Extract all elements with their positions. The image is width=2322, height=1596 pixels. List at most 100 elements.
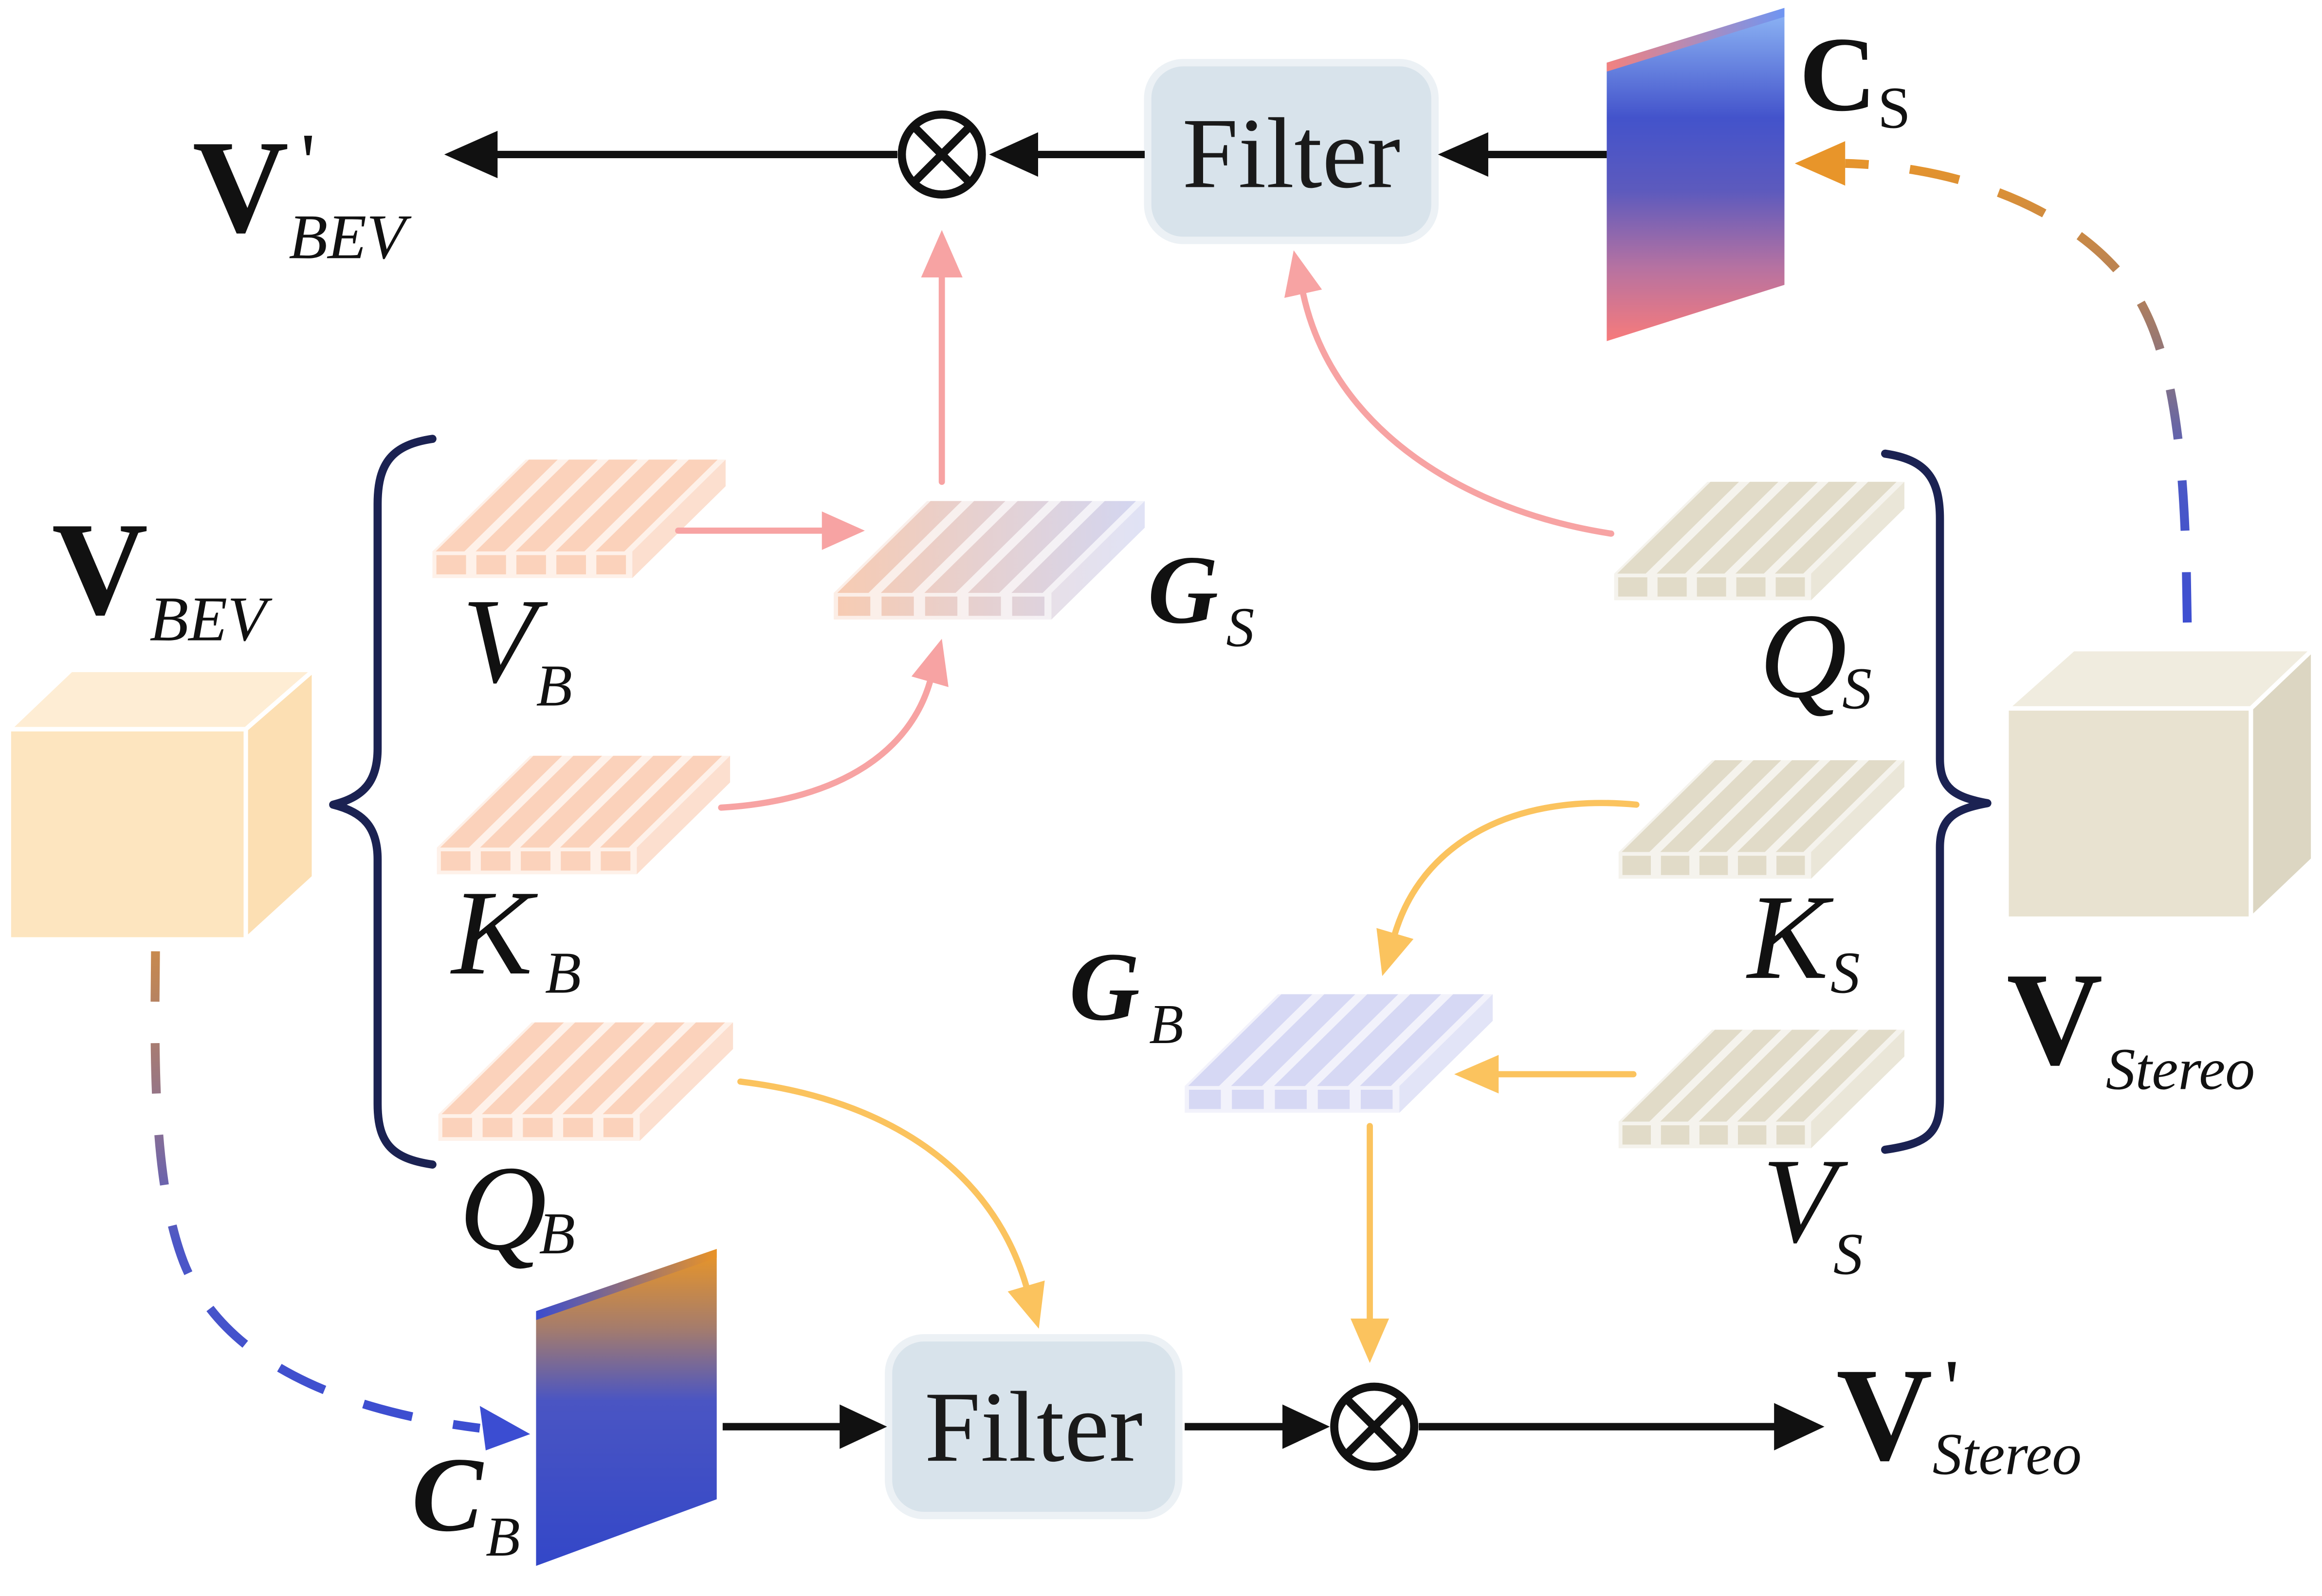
cube-side-face — [243, 667, 316, 942]
slab-stripe — [522, 1022, 645, 1115]
slab-cell — [523, 1118, 553, 1137]
slab-cell — [838, 596, 871, 616]
slab-stripe — [1316, 994, 1442, 1086]
slab-cell — [480, 851, 511, 871]
cs-to-top-filter-arrow — [1438, 132, 1607, 177]
slab-stripe — [1660, 760, 1781, 852]
plate-face — [1607, 8, 1785, 341]
slab-side-face — [632, 459, 726, 578]
arrowhead — [1376, 928, 1414, 976]
slab-cell — [1360, 1089, 1393, 1109]
arrow-line — [718, 679, 933, 811]
label-sub: B — [539, 1201, 575, 1266]
slab-cell — [925, 596, 958, 616]
v-bev-volume-cube — [6, 667, 316, 942]
plate-edge — [1607, 8, 1785, 72]
slab-cell — [1661, 856, 1690, 875]
label-q-s: Q S — [1759, 588, 1872, 723]
slab-stripe — [1774, 481, 1897, 574]
slab-stripe — [1660, 1029, 1781, 1122]
slab-side-face — [1399, 994, 1493, 1113]
slab-stripe — [603, 1022, 725, 1115]
qs-to-top-filter-arrow — [1284, 250, 1614, 537]
label-main: V — [1762, 1134, 1848, 1268]
token-slab-g-s — [834, 501, 1145, 620]
bottom-multiply-icon — [1330, 1382, 1419, 1471]
arrowhead — [1454, 1055, 1499, 1094]
bev-token-brace — [329, 435, 437, 1169]
slab-cell — [563, 1118, 593, 1137]
slab-cell — [1736, 577, 1766, 597]
slab-cell — [1012, 596, 1045, 616]
slab-cell — [1699, 856, 1728, 875]
slab-cell — [436, 555, 466, 575]
v-stereo-volume-cube — [2004, 647, 2316, 921]
label-main: V — [2007, 946, 2103, 1093]
gb-to-bottom-multiply-arrow — [1350, 1123, 1390, 1363]
slab-cell — [442, 1118, 473, 1137]
slab-stripe — [1274, 994, 1398, 1086]
arrowhead — [479, 1406, 530, 1450]
slab-cell — [521, 851, 550, 871]
qb-to-bottom-filter-arrow — [737, 1078, 1045, 1329]
top-multiply-icon — [897, 110, 986, 199]
slab-cell — [556, 555, 586, 575]
slab-cell — [482, 1118, 512, 1137]
label-main: Q — [459, 1141, 547, 1275]
slab-stripe — [1696, 481, 1818, 574]
stereo-to-cs-dashed-arrow — [1794, 141, 2192, 623]
label-g-s: G S — [1148, 536, 1254, 659]
label-sub: BEV — [289, 202, 412, 272]
token-slab-k-b — [437, 755, 731, 875]
slab-cell — [516, 555, 546, 575]
cube-side-face — [2249, 647, 2316, 921]
label-prime: ' — [1944, 1342, 1959, 1434]
label-sub: S — [1878, 76, 1911, 141]
slab-stripe — [560, 755, 682, 848]
label-v-s: V S — [1762, 1134, 1863, 1287]
slab-cell — [1275, 1089, 1307, 1109]
label-k-b: K B — [450, 865, 581, 1006]
plate-face — [536, 1249, 717, 1566]
top-multiply-to-v-bev-out-arrow — [444, 130, 897, 179]
slab-stripe — [1360, 994, 1484, 1086]
c-b-plate — [536, 1249, 717, 1566]
slab-side-face — [1811, 1029, 1904, 1149]
bottom-multiply-to-v-stereo-out-arrow — [1418, 1403, 1825, 1450]
label-c-s: C S — [1799, 16, 1911, 141]
slab-stripe — [436, 459, 558, 551]
slab-stripe — [1011, 501, 1136, 593]
slab-stripe — [1622, 1029, 1743, 1122]
stereo-token-brace — [1881, 449, 1992, 1154]
filter-box — [1144, 59, 1439, 244]
slab-stripe — [1775, 760, 1897, 852]
slab-stripe — [595, 459, 718, 551]
label-sub: B — [536, 653, 572, 718]
slab-stripe — [1737, 760, 1859, 852]
slab-stripe — [1775, 1029, 1897, 1122]
token-slab-k-s — [1618, 760, 1904, 879]
label-sub: BEV — [149, 584, 273, 654]
arrowhead — [1438, 132, 1488, 177]
cube-front-face — [2004, 706, 2253, 921]
bottom-filter-label: Filter — [925, 1371, 1143, 1483]
label-main: K — [1746, 870, 1834, 1004]
c-s-plate — [1607, 8, 1785, 341]
label-main: V — [1836, 1341, 1933, 1488]
label-q-b: Q B — [459, 1141, 575, 1275]
arrowhead — [1282, 1404, 1330, 1449]
slab-stripe — [475, 459, 598, 551]
dashed-curve — [1845, 159, 2192, 623]
slab-cell — [1737, 856, 1767, 875]
label-main: V — [193, 113, 289, 261]
token-slab-q-b — [438, 1022, 733, 1141]
slab-stripe — [1699, 1029, 1820, 1122]
slab-stripe — [1617, 481, 1739, 574]
slab-side-face — [1811, 760, 1904, 879]
top-filter-block: Filter — [1144, 59, 1439, 244]
operator-stroke — [911, 123, 973, 186]
arrow-line — [737, 1078, 1030, 1289]
slab-cell — [1737, 1125, 1767, 1145]
arrowhead — [1007, 1280, 1045, 1329]
